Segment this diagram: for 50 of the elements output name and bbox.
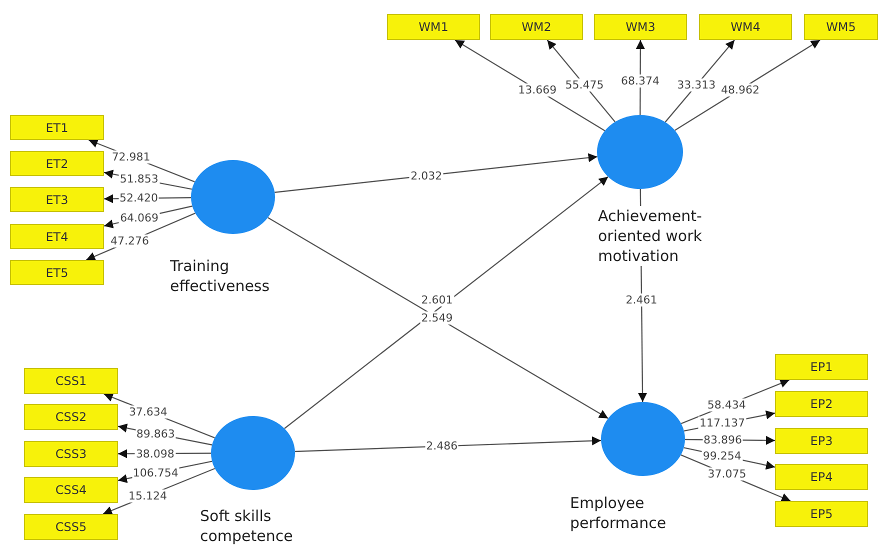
indicator-box: EP5 xyxy=(775,501,868,527)
indicator-box: EP4 xyxy=(775,464,868,490)
arrow xyxy=(274,153,598,193)
indicator-box: WM5 xyxy=(804,14,878,40)
edge-label: 15.124 xyxy=(127,489,168,502)
edge-label: 117.137 xyxy=(698,416,746,430)
indicator-box: ET4 xyxy=(10,224,104,249)
arrow xyxy=(284,176,608,429)
indicator-box: EP2 xyxy=(775,391,868,417)
edge-label: 37.075 xyxy=(706,468,748,481)
indicator-box: ET1 xyxy=(10,115,104,140)
indicator-box: WM4 xyxy=(699,14,792,40)
edge-label: 2.549 xyxy=(420,312,454,324)
edge-label: 58.434 xyxy=(706,398,747,412)
indicator-box: CSS5 xyxy=(24,514,118,540)
edge-label: 2.461 xyxy=(624,293,658,306)
indicator-box: WM1 xyxy=(387,14,480,40)
edge-label: 89.863 xyxy=(135,427,176,440)
edge-label: 13.669 xyxy=(517,83,558,96)
indicator-box: WM2 xyxy=(490,14,583,40)
edge-label: 99.254 xyxy=(702,449,742,462)
edge-label: 52.420 xyxy=(118,192,160,205)
edge-label: 2.032 xyxy=(410,169,444,182)
edge-label: 106.754 xyxy=(132,466,180,480)
edge-label: 68.374 xyxy=(620,74,661,88)
indicator-box: ET5 xyxy=(10,260,104,285)
edge-label: 33.313 xyxy=(676,78,717,92)
edge-label: 72.981 xyxy=(110,150,152,164)
edge-label: 47.276 xyxy=(110,234,150,248)
arrow xyxy=(294,436,602,452)
indicator-box: EP1 xyxy=(775,354,868,380)
indicator-box: ET3 xyxy=(10,187,104,212)
indicator-box: CSS3 xyxy=(24,441,118,467)
edge-label: 64.069 xyxy=(119,212,160,225)
indicator-box: CSS2 xyxy=(24,404,118,430)
edge-label: 37.634 xyxy=(128,405,168,418)
edge-label: 83.896 xyxy=(702,433,744,446)
indicator-box: ET2 xyxy=(10,151,104,176)
indicator-box: CSS1 xyxy=(24,368,118,394)
edge-label: 55.475 xyxy=(564,78,605,92)
edge-label: 51.853 xyxy=(118,172,160,186)
arrow xyxy=(268,217,608,419)
arrow xyxy=(674,40,820,131)
indicator-box: CSS4 xyxy=(24,477,118,503)
edge-label: 38.098 xyxy=(134,447,176,460)
edge-label: 48.962 xyxy=(720,83,760,96)
indicator-box: WM3 xyxy=(594,14,687,40)
indicator-box: EP3 xyxy=(775,428,868,454)
edge-label: 2.601 xyxy=(420,294,454,306)
edge-label: 2.486 xyxy=(425,440,459,453)
